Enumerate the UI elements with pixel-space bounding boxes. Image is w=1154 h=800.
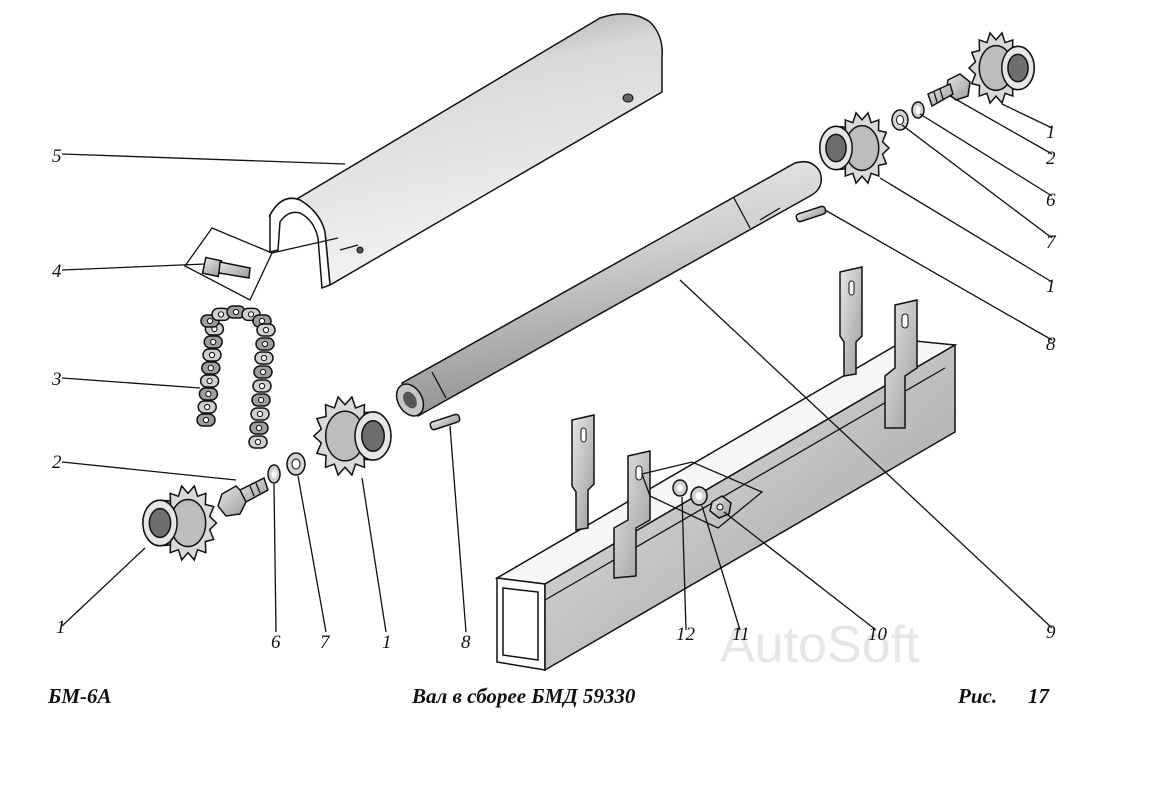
chain-roller	[247, 311, 255, 318]
frame-beam	[494, 266, 958, 672]
spring-washer-part-6-left	[267, 464, 281, 484]
chain-roller	[258, 382, 266, 390]
callout-label: 7	[320, 632, 331, 653]
fastener-detail-box	[641, 461, 764, 529]
callout-label: 4	[52, 261, 62, 282]
callout-label: 2	[52, 452, 62, 473]
leader-lines	[61, 95, 1053, 633]
callout-label: 1	[1046, 276, 1056, 297]
chain-roller	[258, 317, 266, 325]
chain-roller	[204, 403, 211, 411]
callout-label: 1	[56, 617, 66, 638]
callout-label: 7	[1046, 232, 1057, 253]
figure-title: Вал в сборее БМД 59330	[412, 684, 636, 708]
chain-roller	[254, 438, 262, 446]
callout-label: 12	[676, 624, 696, 645]
key-part-8-right	[795, 205, 827, 223]
figure-label: Рис.	[958, 684, 998, 708]
callout-label: 10	[868, 624, 888, 645]
chain-roller	[262, 326, 270, 334]
shaft-part-9	[395, 160, 822, 418]
callout-label: 1	[1046, 122, 1056, 143]
flat-washer-part-7-right	[891, 109, 909, 131]
chain-roller	[206, 317, 214, 325]
chain-roller	[207, 364, 214, 372]
cover-part-5	[268, 13, 663, 290]
chain-roller	[210, 338, 217, 346]
figure-number: 17	[1028, 684, 1049, 708]
chain-roller	[260, 354, 268, 362]
callout-label: 8	[1046, 334, 1056, 355]
callout-label: 9	[1046, 622, 1056, 643]
sprocket-part-1-center-left	[312, 395, 392, 477]
callout-label: 6	[1046, 190, 1056, 211]
callout-label: 5	[52, 146, 62, 167]
watermark-text: AutoSoft	[720, 616, 920, 674]
callout-label: 2	[1046, 148, 1056, 169]
chain-roller	[206, 377, 213, 385]
callout-label: 11	[732, 624, 750, 645]
chain-roller	[205, 390, 212, 398]
callout-labels: 1 2 6 7 1 8 5 4 3 2 1 6 7 1 8 12 11 10 9	[51, 122, 1057, 653]
model-label: БМ-6А	[48, 684, 112, 708]
callout-label: 6	[271, 632, 281, 653]
roller-chain-part-3	[196, 305, 276, 449]
bolt-detail-part-4	[184, 227, 339, 301]
chain-roller	[217, 311, 225, 318]
flat-washer-part-7-left	[286, 452, 306, 476]
sprocket-part-1-right-upper	[967, 31, 1035, 105]
bolt-part-2-right	[927, 73, 971, 108]
bolt-part-2-left	[217, 476, 269, 517]
callout-label: 1	[382, 632, 392, 653]
chain-roller	[208, 351, 216, 359]
callout-label: 3	[51, 369, 62, 390]
chain-roller	[261, 340, 269, 348]
callout-label: 8	[461, 632, 471, 653]
sprocket-part-1-left-lower	[142, 484, 218, 562]
key-part-8-left	[429, 413, 461, 431]
chain-roller	[256, 410, 264, 418]
chain-roller	[232, 308, 240, 316]
chain-roller	[257, 396, 265, 404]
chain-roller	[259, 368, 267, 376]
sprocket-part-1-center-right	[819, 111, 891, 185]
chain-roller	[255, 424, 263, 432]
chain-roller	[202, 416, 210, 424]
